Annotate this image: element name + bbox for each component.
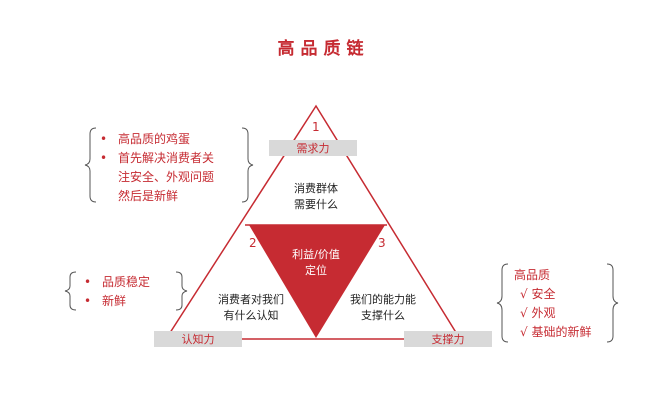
list-item: • 品质稳定	[84, 273, 180, 292]
center-triangle	[249, 225, 385, 338]
bullet: •	[100, 132, 108, 146]
bullet: •	[84, 275, 92, 289]
bullet: •	[100, 151, 108, 165]
left-top-list: • 高品质的鸡蛋 • 首先解决消费者关 注安全、外观问题 然后是新鲜	[100, 130, 246, 206]
left-bottom-bracket-right	[175, 271, 188, 311]
tag-support: 支撑力	[431, 333, 465, 346]
vertex-number-3: 3	[378, 236, 386, 250]
vertex-number-2: 2	[249, 236, 257, 250]
tag-bg-left	[154, 331, 242, 347]
right-bracket-left	[496, 263, 509, 343]
list-item: √ 基础的新鲜	[520, 325, 592, 339]
vertex-number-1: 1	[312, 120, 320, 134]
top-question: 消费群体 需要什么	[294, 182, 338, 211]
tag-cognition: 认知力	[181, 333, 215, 346]
right-list-heading: 高品质	[514, 268, 551, 282]
list-item: √ 安全	[520, 287, 556, 301]
right-list: 高品质 √ 安全 √ 外观 √ 基础的新鲜	[514, 266, 614, 342]
left-top-bracket-right	[241, 127, 254, 203]
left-question: 消费者对我们 有什么认知	[218, 293, 284, 322]
outer-triangle	[164, 104, 462, 340]
page-title: 高品质链	[277, 39, 370, 59]
list-item: • 首先解决消费者关 注安全、外观问题 然后是新鲜	[100, 151, 215, 203]
list-item: • 新鲜	[84, 292, 180, 311]
right-bracket-right	[606, 263, 619, 343]
list-item: • 高品质的鸡蛋	[100, 130, 246, 149]
left-bottom-list: • 品质稳定 • 新鲜	[84, 273, 180, 311]
left-bottom-bracket-left	[64, 271, 77, 311]
bullet: •	[84, 294, 92, 308]
list-item: √ 外观	[520, 306, 556, 320]
center-text: 利益/价值 定位	[292, 248, 340, 277]
tag-bg-top	[269, 140, 357, 156]
tag-bg-right	[404, 331, 492, 347]
tag-demand: 需求力	[296, 142, 330, 155]
right-question: 我们的能力能 支撑什么	[350, 293, 416, 322]
left-top-bracket-left	[84, 127, 97, 203]
